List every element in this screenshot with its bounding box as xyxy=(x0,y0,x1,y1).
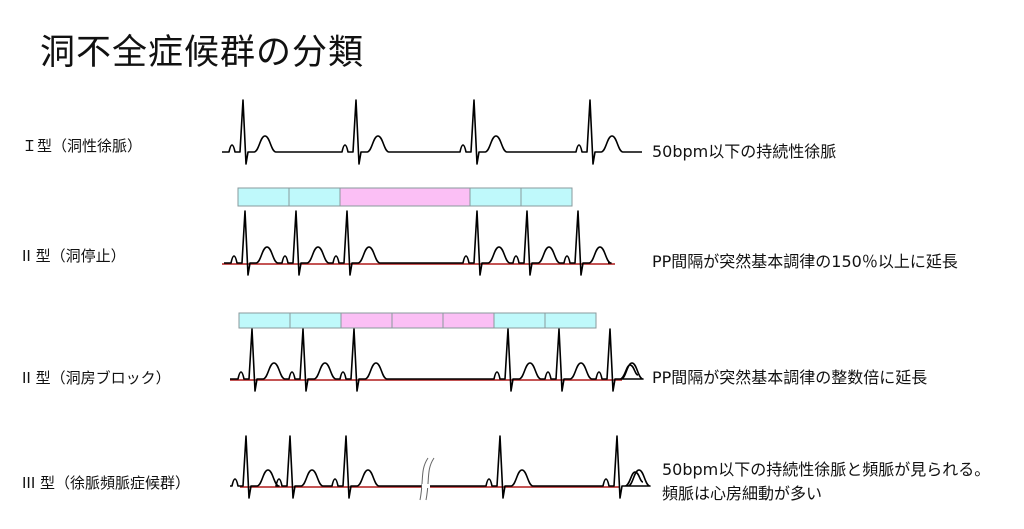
row-desc-type2-arrest: PP間隔が突然基本調律の150％以上に延長 xyxy=(652,252,958,271)
row-label-type1: Ｉ型（洞性徐脈） xyxy=(22,137,143,155)
row-label-type2-arrest: II 型（洞停止） xyxy=(22,247,126,265)
row-desc-type1: 50bpm以下の持続性徐脈 xyxy=(652,142,837,161)
normal-pp-interval xyxy=(238,312,291,329)
slide-title: 洞不全症候群の分類 xyxy=(40,33,365,73)
normal-pp-interval xyxy=(493,312,546,329)
normal-pp-interval xyxy=(544,312,597,329)
row-desc-type3: 50bpm以下の持続性徐脈と頻脈が見られる。頻脈は心房細動が多い xyxy=(662,460,991,503)
break-mark-icon xyxy=(419,457,435,501)
normal-pp-interval xyxy=(289,312,342,329)
prolonged-pp-interval xyxy=(391,312,444,329)
prolonged-pp-interval xyxy=(340,312,393,329)
break-gap xyxy=(422,484,430,488)
ecg-trace xyxy=(230,435,651,499)
normal-pp-interval xyxy=(288,187,341,207)
normal-pp-interval xyxy=(237,187,290,207)
row-desc-type2-block: PP間隔が突然基本調律の整数倍に延長 xyxy=(652,368,928,387)
row-label-type2-block: II 型（洞房ブロック） xyxy=(22,369,171,387)
prolonged-pp-interval xyxy=(442,312,495,329)
normal-pp-interval xyxy=(520,187,573,207)
ecg-trace xyxy=(222,99,642,165)
ecg-trace xyxy=(224,210,612,276)
ecg-trace xyxy=(230,328,644,392)
row-label-type3: III 型（徐脈頻脈症候群） xyxy=(22,474,191,492)
prolonged-pp-interval xyxy=(339,187,471,207)
normal-pp-interval xyxy=(469,187,522,207)
